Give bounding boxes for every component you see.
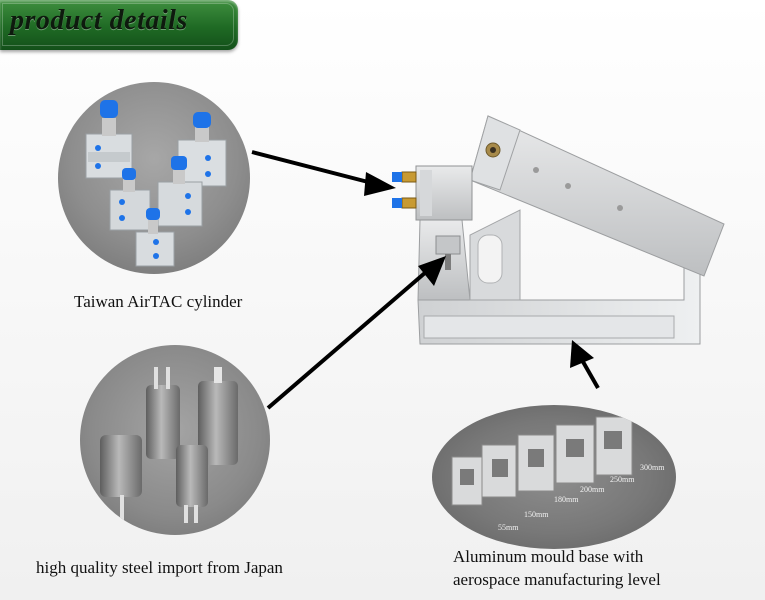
section-banner: product details xyxy=(0,0,238,50)
size-label: 180mm xyxy=(554,495,579,504)
size-label: 55mm xyxy=(498,523,519,532)
cylinder-label: Taiwan AirTAC cylinder xyxy=(74,292,243,311)
cylinder-illustration xyxy=(85,100,227,267)
banner-title: product details xyxy=(10,5,188,36)
cylinder-photo xyxy=(58,82,250,274)
machine-base xyxy=(417,209,701,345)
cylinder-unit xyxy=(135,208,175,267)
arrow-icon xyxy=(251,150,396,196)
cylinder-unit xyxy=(157,156,203,227)
steel-punch xyxy=(146,367,180,459)
cylinder-unit xyxy=(85,100,133,179)
arrow-icon xyxy=(266,256,446,410)
size-label: 300mm xyxy=(640,463,665,472)
steel-photo xyxy=(80,345,270,535)
cylinder-unit xyxy=(177,112,227,187)
steel-punch xyxy=(176,445,208,523)
steel-label: high quality steel import from Japan xyxy=(36,558,283,577)
steel-punch xyxy=(198,367,238,465)
aluminum-photo: 55mm 150mm 180mm 200mm 250mm 300mm xyxy=(432,405,676,549)
aluminum-label-line2: aerospace manufacturing level xyxy=(453,570,661,589)
steel-illustration xyxy=(100,367,238,523)
banner-border xyxy=(2,3,234,46)
mould-base xyxy=(595,416,633,476)
air-cylinder-block xyxy=(392,165,473,270)
aluminum-illustration: 55mm 150mm 180mm 200mm 250mm 300mm xyxy=(451,416,665,532)
size-label: 150mm xyxy=(524,510,549,519)
arrow-icon xyxy=(570,340,600,389)
machine-arm xyxy=(469,115,725,277)
size-label: 250mm xyxy=(610,475,635,484)
aluminum-label-line1: Aluminum mould base with xyxy=(453,547,644,566)
size-label: 200mm xyxy=(580,485,605,494)
steel-punch xyxy=(100,435,142,521)
